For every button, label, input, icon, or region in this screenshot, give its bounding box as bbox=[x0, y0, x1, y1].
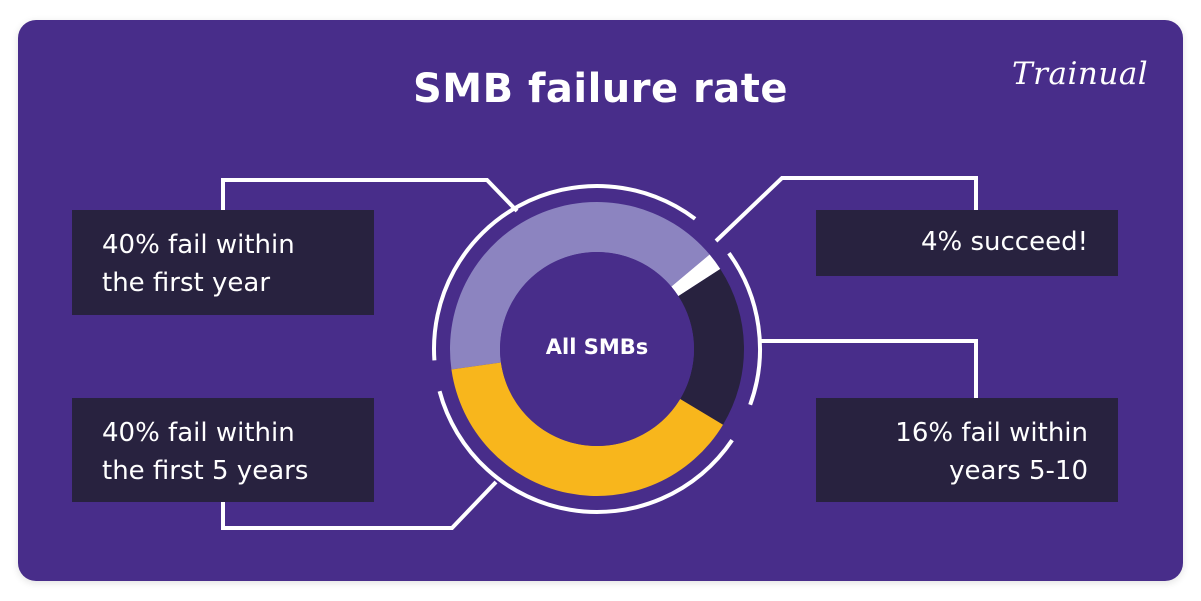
callout-succeed: 4% succeed! bbox=[816, 210, 1118, 276]
callout-first-year-line1: 40% fail within bbox=[102, 230, 295, 260]
callout-first-year-line2: the first year bbox=[102, 268, 271, 298]
callout-first-year: 40% fail within the first year bbox=[72, 210, 374, 315]
donut-segments bbox=[450, 202, 744, 496]
outer-arc-right bbox=[727, 252, 762, 406]
callout-years-5-10-line2: years 5-10 bbox=[949, 456, 1088, 486]
donut-segment bbox=[451, 362, 724, 496]
donut-segment bbox=[450, 202, 710, 370]
chart-title: SMB failure rate bbox=[412, 66, 789, 112]
connector-first-year bbox=[221, 178, 519, 213]
outer-arcs bbox=[432, 184, 762, 514]
donut-hole bbox=[500, 252, 694, 446]
connector-lines bbox=[221, 176, 978, 530]
outer-arc-top-left bbox=[432, 184, 697, 361]
donut-segment bbox=[671, 254, 721, 297]
outer-arc-bottom bbox=[437, 390, 734, 514]
donut-segment bbox=[678, 268, 744, 425]
callout-first-5-years: 40% fail within the first 5 years bbox=[72, 398, 374, 502]
trainual-logo: Trainual bbox=[1012, 56, 1149, 92]
donut-center-label: All SMBs bbox=[545, 335, 649, 359]
callout-years-5-10-line1: 16% fail within bbox=[895, 418, 1088, 448]
callout-first-5-years-line1: 40% fail within bbox=[102, 418, 295, 448]
connector-first-5-years bbox=[221, 480, 498, 530]
callout-succeed-line1: 4% succeed! bbox=[920, 227, 1088, 257]
callout-first-5-years-line2: the first 5 years bbox=[102, 456, 309, 486]
callout-years-5-10: 16% fail within years 5-10 bbox=[816, 398, 1118, 502]
connector-years-5-10 bbox=[759, 339, 978, 398]
connector-succeed bbox=[714, 176, 978, 243]
